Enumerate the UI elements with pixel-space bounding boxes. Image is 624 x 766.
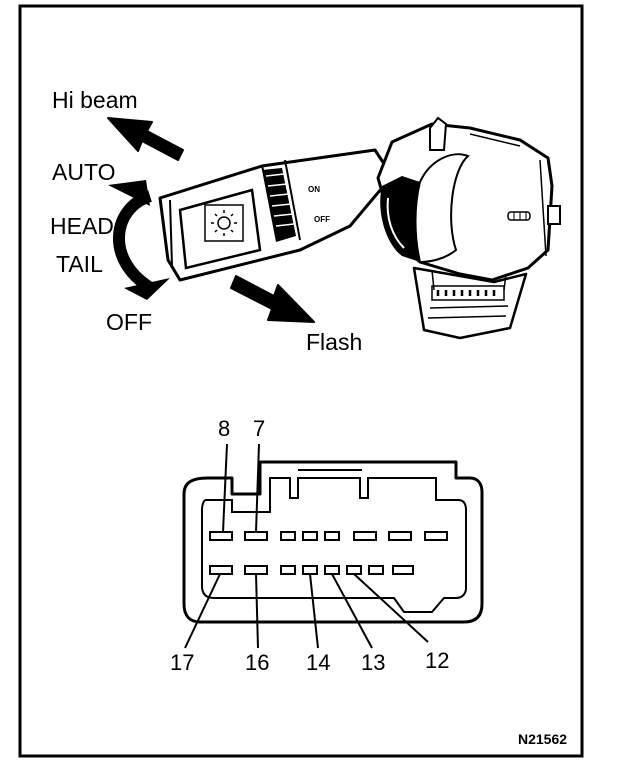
tail-label: TAIL	[56, 251, 103, 277]
pin-label-8: 8	[218, 416, 230, 441]
flash-label: Flash	[306, 329, 362, 355]
connector-face: 8 7 17 16 14 13 12	[170, 416, 484, 675]
off-label: OFF	[106, 309, 152, 335]
pin-label-17: 17	[170, 650, 194, 675]
combination-switch-illustration: ON OFF Hi beam	[50, 87, 561, 355]
terminal-row-top	[209, 531, 448, 541]
flash-arrow	[230, 275, 315, 323]
pin-label-12: 12	[425, 648, 449, 673]
head-label: HEAD	[50, 213, 114, 239]
lever-mark-off: OFF	[314, 215, 330, 224]
rotation-arc-arrow	[108, 180, 170, 300]
pin-label-14: 14	[306, 650, 330, 675]
figure-code: N21562	[518, 731, 567, 747]
pin-leader-lines	[184, 443, 429, 649]
hi-beam-arrow	[107, 117, 184, 161]
pin-label-13: 13	[361, 650, 385, 675]
hi-beam-label: Hi beam	[52, 87, 138, 113]
pin-label-16: 16	[245, 650, 269, 675]
auto-label: AUTO	[52, 159, 115, 185]
switch-lever: ON OFF	[158, 148, 394, 282]
switch-housing	[376, 116, 561, 340]
lever-mark-on: ON	[308, 185, 320, 194]
pin-label-7: 7	[253, 416, 265, 441]
headlight-symbol-icon	[204, 204, 244, 242]
figure-border	[18, 4, 584, 758]
